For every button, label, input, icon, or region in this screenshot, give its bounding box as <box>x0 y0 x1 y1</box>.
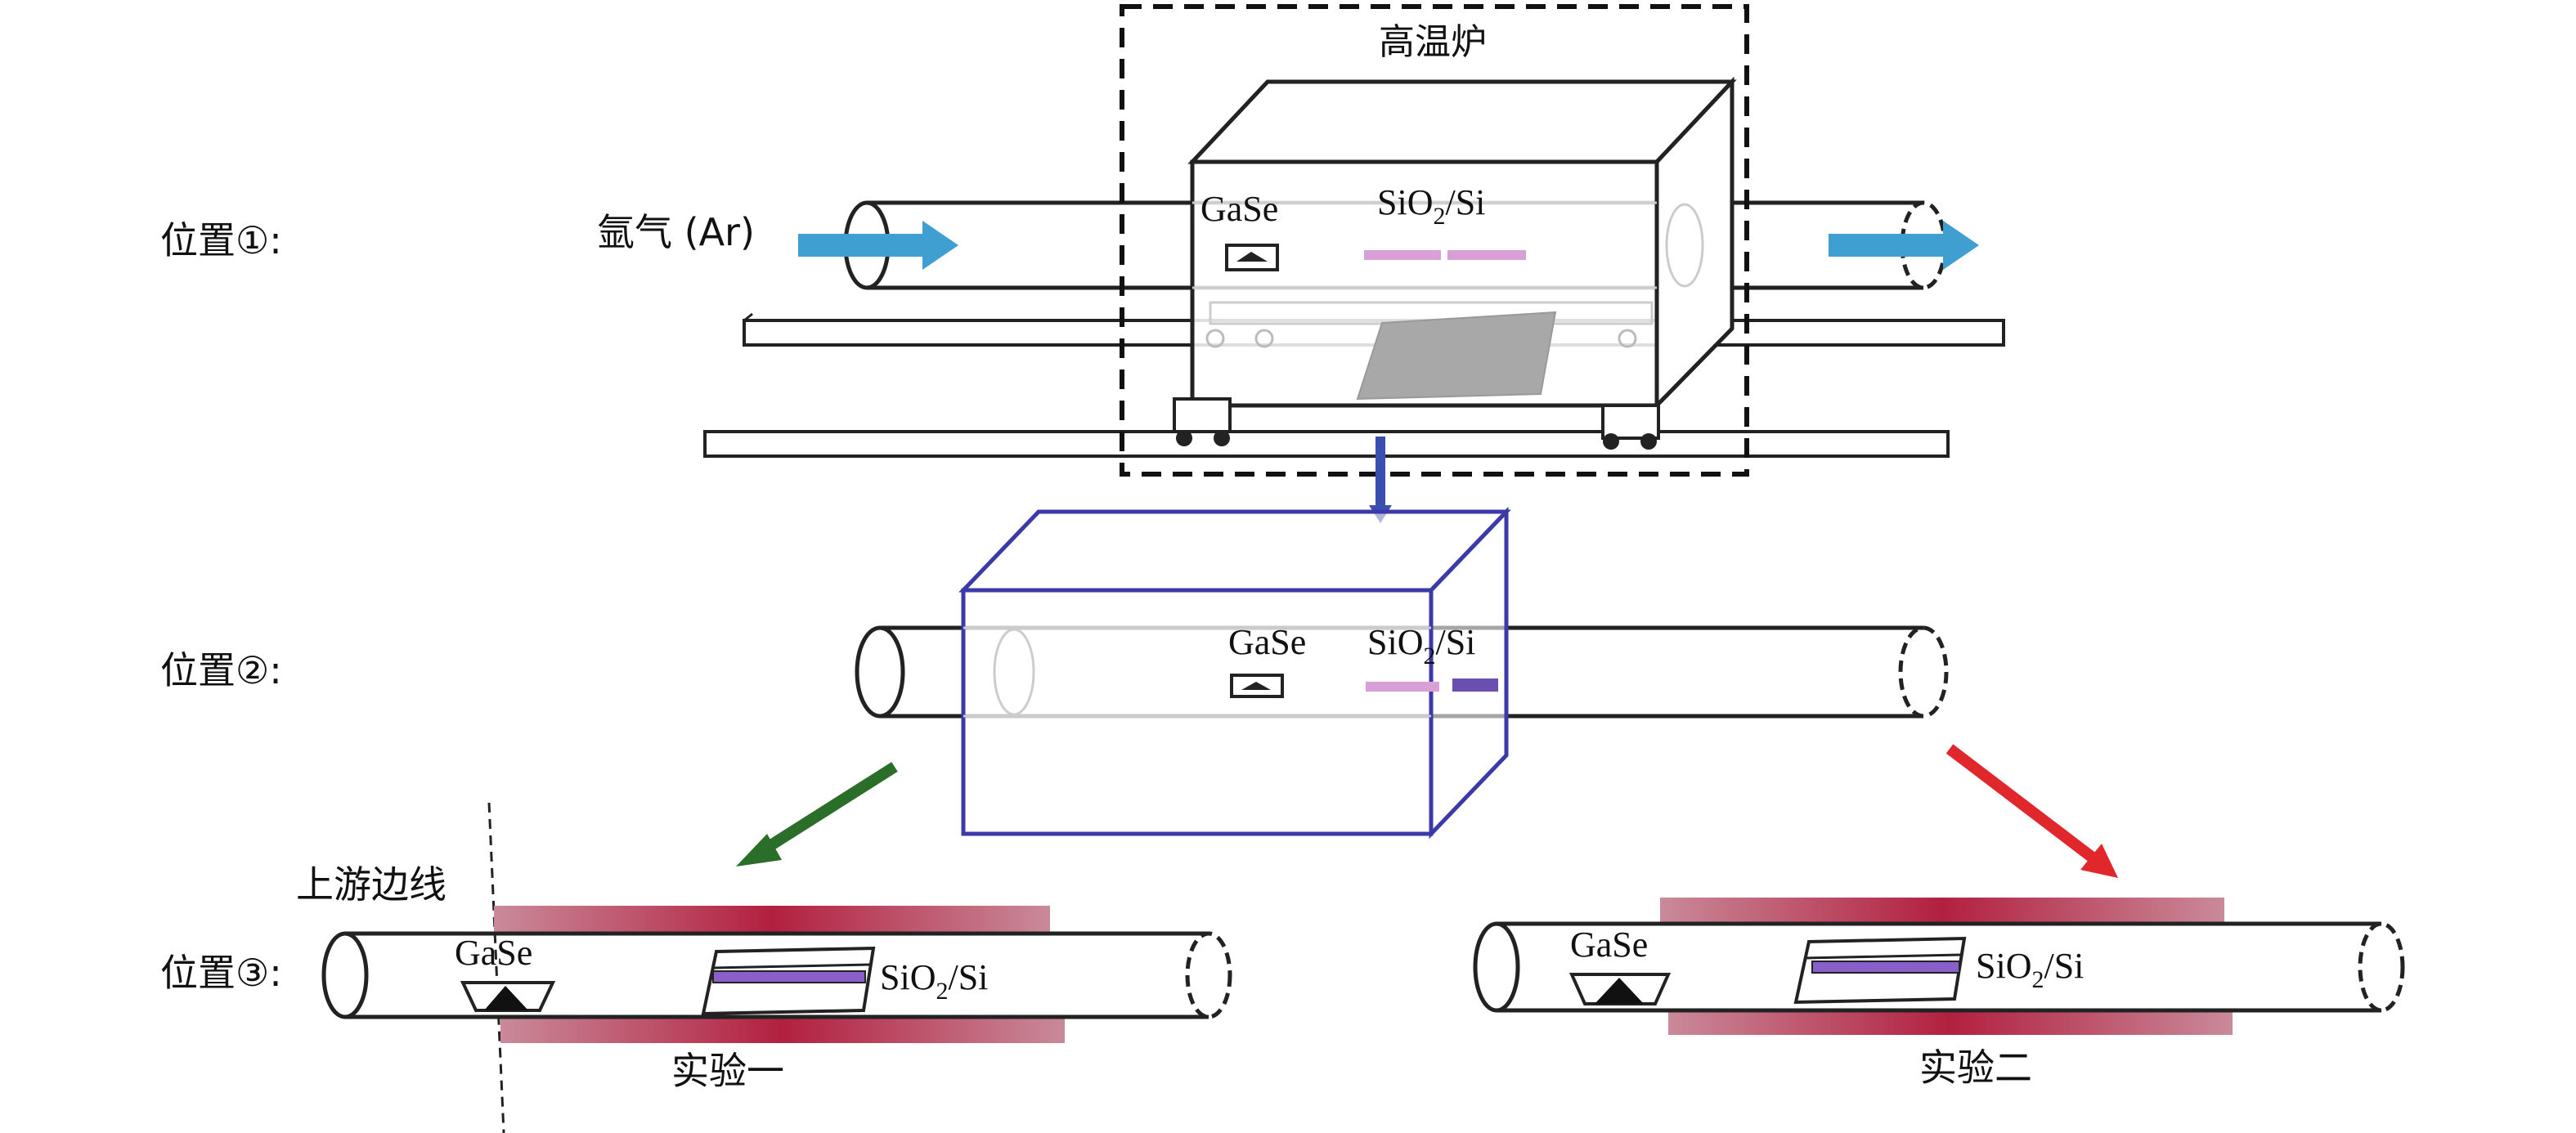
quartz-tube-exp2 <box>1473 921 2405 1013</box>
experiment-2-group: GaSe SiO2/Si 实验二 <box>1473 898 2405 1090</box>
gase-boat-pos1 <box>1225 244 1279 271</box>
furnace-label: 高温炉 <box>1379 21 1487 63</box>
argon-label: 氩气 (Ar) <box>597 210 755 254</box>
position-1-group: 高温炉 位置①: 氩气 (Ar) GaSe SiO2/Si <box>160 4 2005 477</box>
substrate-pos1 <box>1364 250 1526 260</box>
position-3-label: 位置③: <box>160 951 282 995</box>
position-2-label: 位置②: <box>160 648 282 692</box>
substrate-label-exp2: SiO2/Si <box>1976 946 2084 993</box>
gase-label-exp2: GaSe <box>1570 925 1648 965</box>
rail-lower <box>703 430 1950 458</box>
furnace-frame-dashed <box>1120 4 1749 477</box>
gase-label-pos2: GaSe <box>1228 622 1306 662</box>
green-arrow-to-experiment-1 <box>736 762 898 867</box>
upstream-edge-line <box>487 802 505 1133</box>
experiment-1-label: 实验一 <box>671 1049 784 1093</box>
argon-inlet-arrow <box>798 221 958 270</box>
heater-bottom-exp2 <box>1668 1010 2233 1035</box>
experiment-2-label: 实验二 <box>1919 1046 2032 1090</box>
substrate-label-exp1: SiO2/Si <box>880 957 988 1005</box>
quartz-tube-exp1 <box>321 931 1232 1019</box>
gas-outlet-arrow <box>1829 221 1979 270</box>
position-1-label: 位置①: <box>160 218 282 262</box>
furnace-box-pos2 <box>958 506 1511 840</box>
gase-label-exp1: GaSe <box>455 933 532 973</box>
substrate-exp1 <box>701 946 876 1016</box>
furnace-box-pos1 <box>1173 76 1737 450</box>
gase-label-pos1: GaSe <box>1200 189 1278 229</box>
substrate-label-pos2: SiO2/Si <box>1367 622 1475 670</box>
heater-top-exp2 <box>1660 898 2224 924</box>
substrate-pos2 <box>1366 678 1498 692</box>
upstream-edge-label: 上游边线 <box>296 862 447 907</box>
position-2-group: 位置②: GaSe SiO2/Si <box>160 506 1949 840</box>
heater-bottom-exp1 <box>500 1019 1065 1043</box>
red-arrow-to-experiment-2 <box>1945 744 2118 878</box>
substrate-exp2 <box>1793 936 1967 1005</box>
experiment-1-group: 上游边线 位置③: GaSe SiO2/Si 实验一 <box>160 802 1232 1133</box>
gase-boat-exp2 <box>1568 973 1672 1005</box>
heater-top-exp1 <box>494 906 1050 934</box>
gase-boat-pos2 <box>1230 674 1284 698</box>
gase-boat-exp1 <box>460 981 556 1012</box>
substrate-label-pos1: SiO2/Si <box>1377 182 1485 230</box>
